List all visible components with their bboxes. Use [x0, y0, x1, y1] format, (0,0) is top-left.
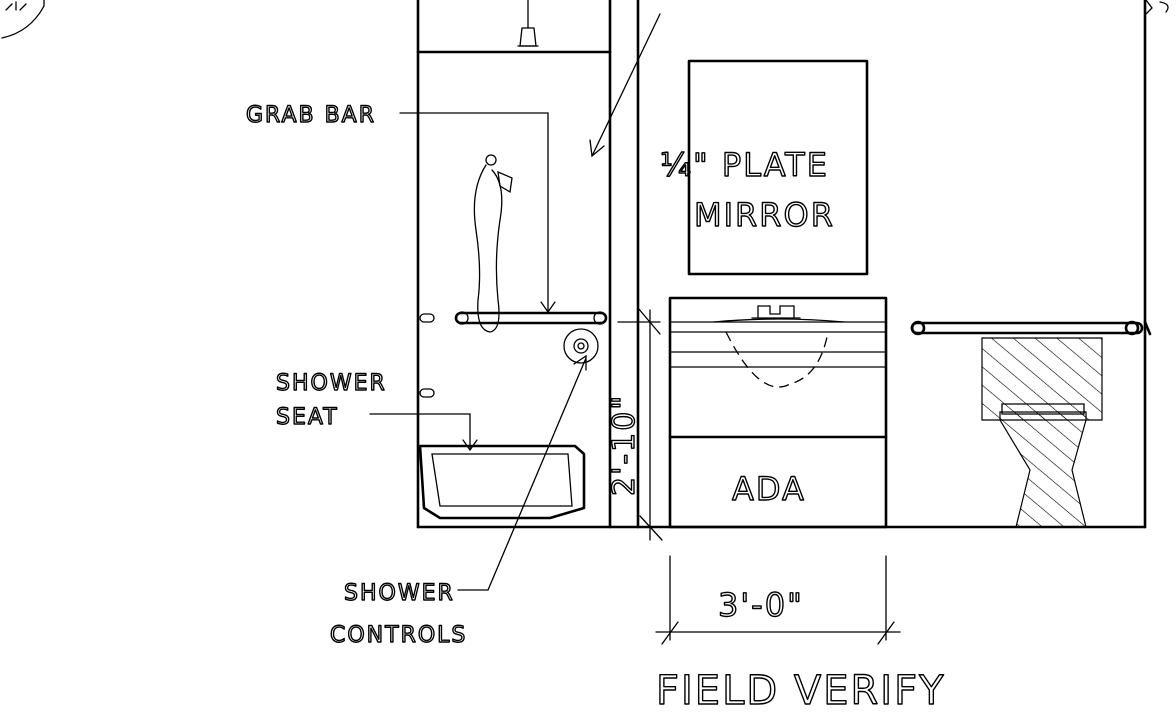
shower-controls-label-line1: SHOWER [344, 581, 455, 606]
ada-vanity [668, 296, 888, 529]
vanity-height-dimension [617, 307, 663, 541]
shower-control-valve [563, 328, 599, 364]
detail-tag-circle [1, 0, 45, 39]
toilet [981, 337, 1103, 528]
grab-bar-label: GRAB BAR [246, 103, 376, 128]
shower-seat-label-line1: SHOWER [276, 371, 387, 396]
vanity-width-dimension [655, 555, 901, 645]
shower-seat-label-line2: SEAT [276, 405, 339, 430]
mirror-label-line2: MIRROR [694, 196, 835, 234]
shower-grab-bar [454, 311, 608, 325]
vanity-height-label: 2'-10" [607, 394, 642, 496]
wall-leader-arrow [589, 13, 661, 158]
hand-shower-hose [473, 154, 513, 333]
toilet-grab-bar [910, 320, 1152, 336]
sheet-reference-fragment [1145, 0, 1169, 15]
vanity-width-label: 3'-0" [718, 586, 804, 624]
vanity-label: ADA [732, 470, 806, 508]
grab-bar-leader [399, 112, 556, 314]
shower-head [517, 0, 539, 47]
field-verify-label: FIELD VERIFY [656, 668, 946, 714]
sink-faucet-icon [751, 305, 801, 319]
shower-seat [418, 444, 586, 520]
wall-hooks [419, 313, 435, 398]
shower-controls-label-line2: CONTROLS [330, 623, 467, 648]
shower-seat-leader [369, 413, 478, 452]
shower-controls-leader [457, 354, 587, 591]
mirror-label-line1: ¼" PLATE [660, 146, 829, 184]
mirror [687, 59, 869, 276]
